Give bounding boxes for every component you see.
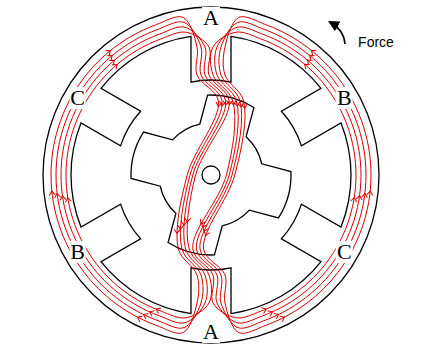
flux-arrow xyxy=(107,53,114,60)
flux-arrow xyxy=(184,218,190,222)
flux-arrow xyxy=(174,229,180,233)
phase-label: C xyxy=(336,241,353,263)
force-arrow xyxy=(330,22,345,44)
flux-arrow xyxy=(203,231,210,237)
flux-line xyxy=(56,22,222,328)
flux-arrow xyxy=(261,306,267,313)
flux-arrow xyxy=(226,100,232,105)
shaft xyxy=(202,166,220,184)
flux-arrow xyxy=(177,225,183,229)
flux-arrow xyxy=(109,58,116,65)
flux-arrow xyxy=(54,193,60,198)
flux-arrow xyxy=(142,312,148,319)
flux-arrow xyxy=(274,312,280,319)
phase-label: A xyxy=(202,321,220,343)
flux-arrow xyxy=(49,191,55,196)
flux-arrow xyxy=(59,195,65,200)
phase-label: B xyxy=(69,241,86,263)
flux-arrow xyxy=(280,314,286,321)
flux-arrow xyxy=(136,314,142,321)
flux-line xyxy=(61,27,226,323)
flux-arrow xyxy=(306,58,313,65)
flux-line xyxy=(51,17,219,334)
flux-arrow xyxy=(106,48,113,55)
flux-arrow xyxy=(310,48,317,55)
flux-arrow xyxy=(155,306,161,313)
flux-arrow xyxy=(361,193,367,198)
flux-line xyxy=(196,27,361,323)
flux-arrow xyxy=(268,309,274,316)
flux-line xyxy=(203,17,371,334)
rotor xyxy=(131,95,291,255)
flux-line xyxy=(200,22,366,328)
flux-arrow xyxy=(181,221,187,225)
phase-label: B xyxy=(336,87,353,109)
flux-arrow xyxy=(367,191,373,196)
flux-arrow xyxy=(351,197,358,202)
flux-arrow xyxy=(65,197,72,202)
flux-arrow xyxy=(215,102,222,107)
force-label: Force xyxy=(357,35,395,49)
flux-arrow xyxy=(148,309,154,316)
stator xyxy=(43,7,379,343)
flux-arrow xyxy=(308,53,315,60)
phase-label: A xyxy=(202,7,220,29)
flux-arrow xyxy=(241,104,247,108)
flux-arrow xyxy=(356,195,362,200)
phase-label: C xyxy=(69,87,86,109)
